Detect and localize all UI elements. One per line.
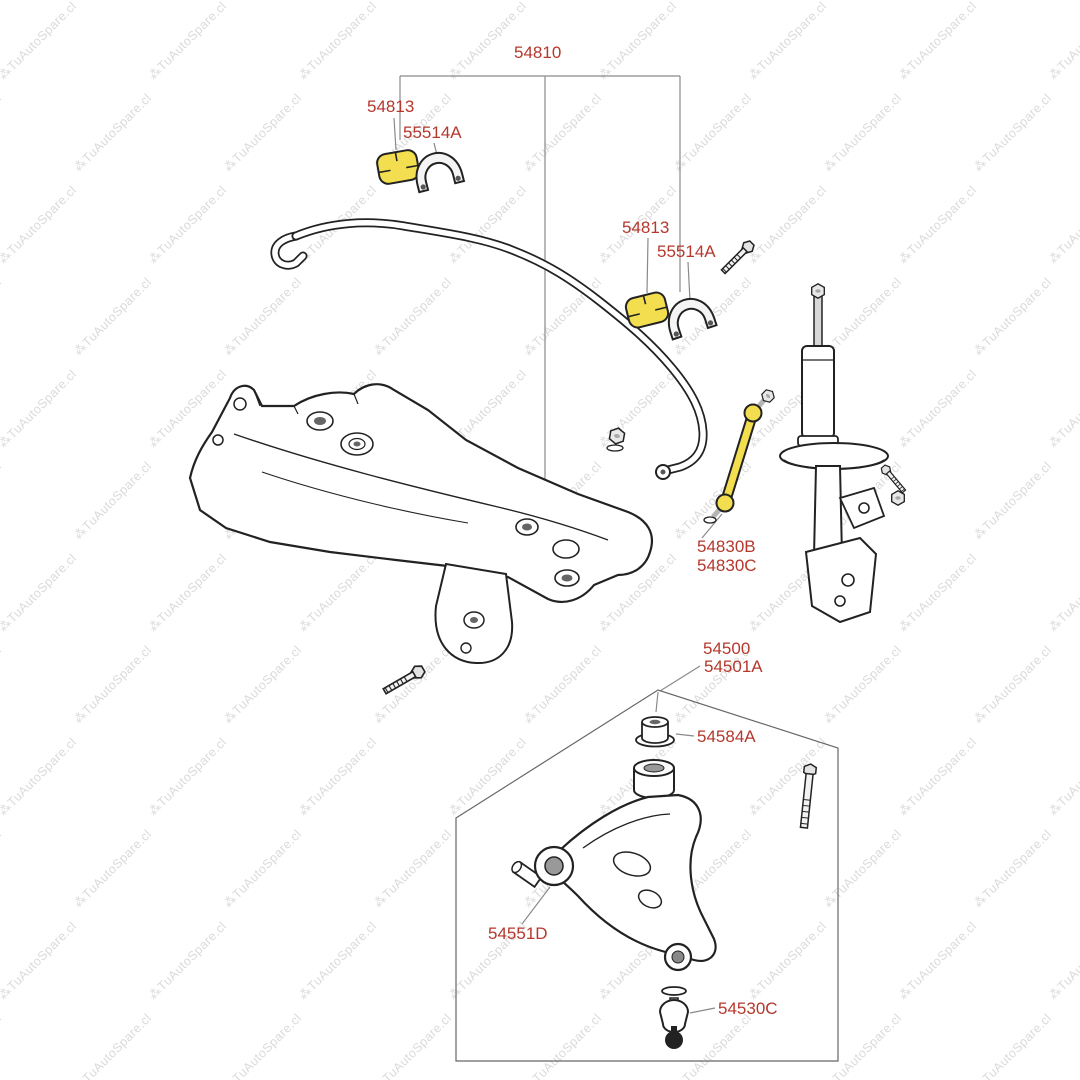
part-label-54551D[interactable]: 54551D: [488, 924, 548, 943]
stabilizer-link: [703, 386, 778, 524]
strut-assembly: [779, 283, 909, 624]
part-label-54810[interactable]: 54810: [514, 43, 562, 62]
part-label-54813-upper[interactable]: 54813: [367, 97, 415, 116]
part-label-54830C[interactable]: 54830C: [697, 556, 757, 575]
crossmember: [188, 383, 654, 665]
part-label-54530C[interactable]: 54530C: [718, 999, 778, 1018]
subassembly-box: [455, 689, 839, 1062]
stabilizer-bar: [270, 218, 708, 480]
arm-bushing-rear: [635, 716, 675, 748]
part-label-54584A[interactable]: 54584A: [697, 727, 756, 746]
part-label-55514A-lower[interactable]: 55514A: [657, 242, 716, 261]
lower-control-arm: [543, 759, 717, 972]
bar-nut: [606, 426, 627, 452]
part-label-55514A-upper[interactable]: 55514A: [403, 123, 462, 142]
ball-joint: [658, 986, 690, 1049]
part-label-54500[interactable]: 54500: [703, 639, 751, 658]
part-label-54501A[interactable]: 54501A: [704, 657, 763, 676]
leader-lines: [393, 75, 723, 1014]
arm-bushing-front: [511, 845, 575, 889]
arm-mount-bolt: [799, 763, 818, 829]
part-label-54813-lower[interactable]: 54813: [622, 218, 670, 237]
part-label-54830B[interactable]: 54830B: [697, 537, 756, 556]
